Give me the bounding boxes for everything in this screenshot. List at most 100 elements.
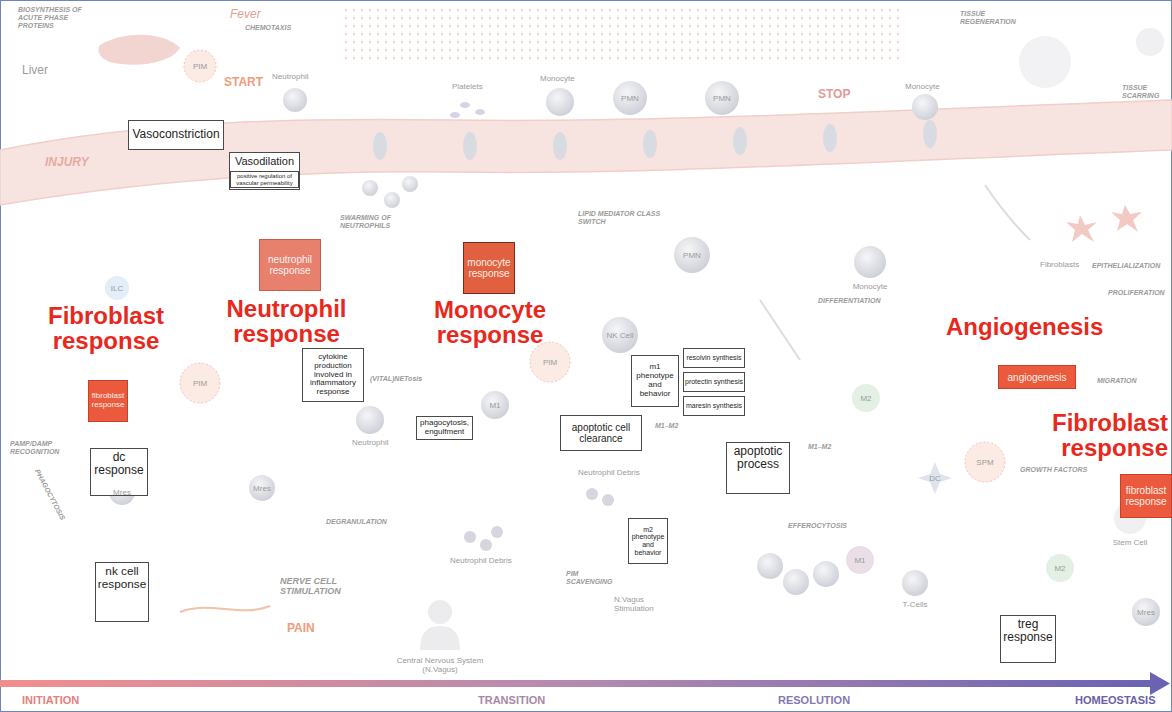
human-body bbox=[420, 626, 460, 650]
illustration-label: (VITAL)NETosis bbox=[370, 375, 440, 383]
illustration-label: GROWTH FACTORS bbox=[1020, 466, 1095, 474]
illustration-label: DEGRANULATION bbox=[326, 518, 406, 526]
node-text: resolvin synthesis bbox=[686, 354, 741, 362]
phase-label: HOMEOSTASIS bbox=[1075, 694, 1167, 707]
highlight-box: fibroblast response bbox=[1120, 474, 1172, 518]
term-box: cytokine production involved in inflamma… bbox=[302, 348, 364, 402]
highlight-box: angiogenesis bbox=[998, 365, 1076, 389]
node-text: apoptotic process bbox=[729, 445, 787, 471]
highlight-label: Monocyte response bbox=[420, 297, 560, 347]
illustration-label: START bbox=[224, 76, 264, 90]
illustration-label: PAMP/DAMP RECOGNITION bbox=[10, 440, 80, 456]
illustration-label: M1 bbox=[483, 401, 507, 410]
blood-vessel bbox=[0, 100, 1172, 205]
node-text: Vasodilation bbox=[235, 155, 294, 167]
illustration-label: MIGRATION bbox=[1097, 377, 1157, 385]
illustration-label: PROLIFERATION bbox=[1108, 289, 1170, 297]
transmigration-pore bbox=[643, 130, 657, 158]
node-text: phagocytosis, engulfment bbox=[419, 419, 470, 437]
m1-cell bbox=[481, 391, 509, 419]
m1-cell bbox=[846, 546, 874, 574]
illustration-label: SWARMING OF NEUTROPHILS bbox=[340, 214, 420, 230]
illustration-label: Mres bbox=[250, 484, 274, 493]
illustration-label: M1–M2 bbox=[808, 443, 848, 451]
pim-cell bbox=[184, 50, 216, 82]
neutrophil-cell bbox=[402, 176, 418, 192]
mres-cell bbox=[249, 475, 275, 501]
node-text: dc response bbox=[93, 451, 145, 477]
highlight-box: fibroblast response bbox=[88, 380, 128, 422]
mres-cell bbox=[1132, 598, 1160, 626]
m2-cell bbox=[852, 384, 880, 412]
illustration-label: BIOSYNTHESIS OF ACUTE PHASE PROTEINS bbox=[18, 6, 98, 30]
term-box: positive regulation of vascular permeabi… bbox=[230, 171, 299, 188]
human-head bbox=[428, 600, 452, 624]
illustration-label: Fever bbox=[230, 8, 270, 22]
neutrophil-debris bbox=[586, 488, 598, 500]
illustration-label: Neutrophil bbox=[272, 72, 316, 81]
highlight-box: monocyte response bbox=[463, 242, 515, 294]
m2-cell bbox=[1046, 554, 1074, 582]
illustration-label: Neutrophil Debris bbox=[578, 468, 648, 477]
illustration-label: STOP bbox=[818, 88, 858, 102]
pim-cell bbox=[530, 342, 570, 382]
term-box: treg response bbox=[1000, 615, 1056, 663]
platelet bbox=[450, 112, 460, 118]
node-text: nk cell response bbox=[98, 565, 146, 591]
process-arrow bbox=[760, 300, 800, 360]
neutrophil-cell bbox=[362, 180, 378, 196]
highlight-box: neutrophil response bbox=[259, 239, 321, 291]
illustration-label: EFFEROCYTOSIS bbox=[788, 522, 858, 530]
term-box: m2 phenotype and behavior bbox=[628, 518, 668, 564]
fibroblast-cell bbox=[1111, 205, 1142, 232]
illustration-label: PMN bbox=[680, 251, 704, 260]
illustration-label: Platelets bbox=[452, 82, 492, 91]
illustration-label: Neutrophil bbox=[352, 438, 396, 447]
neutrophil-cell bbox=[283, 88, 307, 112]
illustration-label: PAIN bbox=[287, 622, 327, 636]
neutrophil-cell bbox=[356, 406, 384, 434]
illustration-label: N.Vagus Stimulation bbox=[614, 595, 664, 613]
pim-cell bbox=[180, 363, 220, 403]
monocyte-cell bbox=[854, 246, 886, 278]
illustration-label: T-Cells bbox=[895, 600, 935, 609]
illustration-label: Monocyte bbox=[540, 74, 580, 83]
illustration-label: INJURY bbox=[45, 156, 95, 170]
illustration-label: Monocyte bbox=[905, 82, 945, 91]
node-text: Vasoconstriction bbox=[132, 128, 219, 141]
term-box: apoptotic cell clearance bbox=[560, 415, 642, 451]
nerve-cell bbox=[180, 606, 270, 612]
illustration-label: Central Nervous System (N.Vagus) bbox=[390, 656, 490, 674]
node-text: angiogenesis bbox=[1008, 372, 1067, 383]
dot-texture bbox=[340, 4, 900, 60]
platelet bbox=[475, 109, 485, 115]
efferocytosis-cell bbox=[757, 553, 783, 579]
phase-label: INITIATION bbox=[22, 694, 122, 707]
illustration-label: Monocyte bbox=[850, 282, 890, 291]
neutrophil-debris bbox=[480, 539, 492, 551]
illustration-label: PHAGOCYTOSIS bbox=[33, 468, 73, 534]
phase-label: RESOLUTION bbox=[778, 694, 878, 707]
node-text: monocyte response bbox=[466, 257, 512, 279]
illustration-label: ILC bbox=[105, 284, 129, 293]
node-text: m2 phenotype and behavior bbox=[630, 526, 666, 557]
node-text: cytokine production involved in inflamma… bbox=[305, 353, 361, 397]
illustration-label: Stem Cell bbox=[1108, 538, 1152, 547]
pmn-cell bbox=[674, 237, 710, 273]
timeline-arrowhead bbox=[1150, 672, 1170, 695]
neutrophil-debris bbox=[464, 531, 476, 543]
tissue-cell bbox=[1136, 28, 1164, 56]
transmigration-pore bbox=[463, 132, 477, 160]
illustration-label: NERVE CELL STIMULATION bbox=[280, 576, 360, 597]
illustration-label: Liver bbox=[22, 64, 62, 78]
illustration-label: SPM bbox=[971, 458, 999, 467]
illustration-label: PMN bbox=[616, 94, 644, 103]
term-box: apoptotic process bbox=[726, 442, 790, 494]
illustration-label: PMN bbox=[708, 94, 736, 103]
timeline-bar bbox=[0, 680, 1150, 687]
illustration-label: Neutrophil Debris bbox=[450, 556, 520, 565]
